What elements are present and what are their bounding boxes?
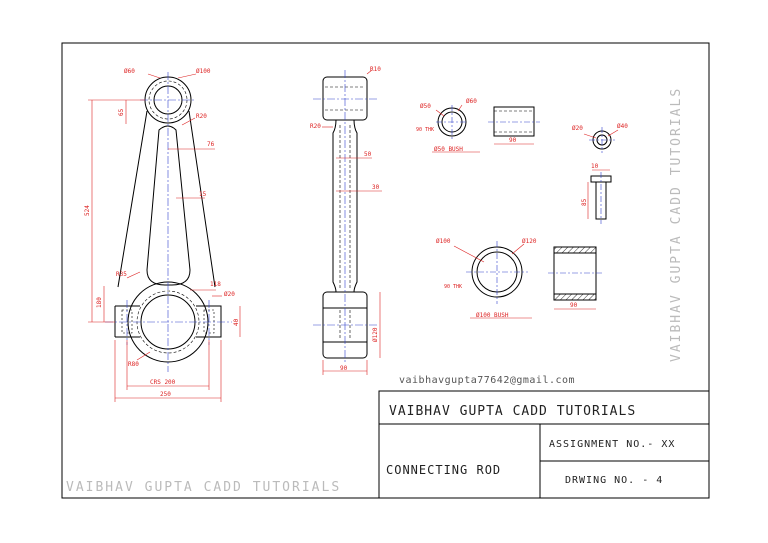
dim-neck-radius: R20 [196, 113, 207, 120]
dim-d20: Ø20 [224, 291, 235, 298]
dim-side-30: 30 [372, 184, 380, 191]
dim-small-outer: Ø100 [196, 68, 211, 75]
watermark-bottom: VAIBHAV GUPTA CADD TUTORIALS [66, 480, 341, 495]
dim-250: 250 [160, 391, 171, 398]
dim-r35: R35 [116, 271, 127, 278]
dim-15: 15 [199, 191, 207, 198]
big-bush-label: Ø100 BUSH [476, 312, 509, 319]
dim-small-eye: Ø60 [124, 68, 135, 75]
title-block [378, 390, 710, 499]
front-dimension-lines [88, 73, 241, 402]
small-bush-len: 90 [509, 137, 517, 144]
title-assignment: ASSIGNMENT NO.- XX [549, 439, 675, 450]
big-end-bar [115, 305, 222, 338]
pin-len: 85 [581, 198, 588, 206]
dim-side-r10: R10 [370, 66, 381, 73]
dim-180: 180 [96, 297, 103, 308]
front-centerlines [105, 72, 232, 372]
small-bush-thk: 90 THK [416, 127, 434, 133]
big-bush-d-outer: Ø120 [522, 238, 537, 245]
dim-side-90: 90 [340, 365, 348, 372]
big-bush [471, 246, 597, 301]
dim-crs: CRS 200 [150, 379, 176, 386]
dim-40: 40 [233, 318, 240, 326]
small-bush-side [493, 106, 535, 137]
watermark-side: VAIBHAV GUPTA CADD TUTORIALS [669, 87, 684, 362]
small-bush-d-inner: Ø50 [420, 103, 431, 110]
dim-side-d120: Ø120 [372, 327, 379, 342]
pin-head-dim: 10 [591, 163, 599, 170]
dim-118: 118 [210, 281, 221, 288]
big-bush-d-inner: Ø100 [436, 238, 451, 245]
side-dimension-text: R10 R20 50 30 Ø120 90 [310, 66, 381, 372]
front-dimension-text: Ø60 Ø100 R20 65 76 15 524 R35 118 Ø20 18… [84, 68, 240, 398]
title-company: VAIBHAV GUPTA CADD TUTORIALS [389, 404, 636, 419]
dim-total-height: 524 [84, 205, 91, 216]
rod-outline [117, 110, 216, 288]
title-drawing-name: CONNECTING ROD [386, 463, 501, 477]
big-bush-side [553, 246, 597, 301]
dim-r80: R80 [128, 361, 139, 368]
small-bush [437, 106, 535, 137]
small-bush-label: Ø50 BUSH [434, 146, 463, 153]
side-centerlines [313, 70, 377, 362]
pin-d-outer: Ø40 [617, 123, 628, 130]
dim-76: 76 [207, 141, 215, 148]
small-bush-d-outer: Ø60 [466, 98, 477, 105]
title-drawing-no: DRWING NO. - 4 [565, 475, 663, 486]
big-bush-len: 90 [570, 302, 578, 309]
big-bush-thk: 90 THK [444, 284, 462, 290]
email-text: vaibhavgupta77642@gmail.com [399, 375, 575, 386]
dim-side-r20: R20 [310, 123, 321, 130]
side-shank [332, 119, 358, 293]
dim-side-50: 50 [364, 151, 372, 158]
rod-slot [146, 125, 191, 286]
pin-d-inner: Ø20 [572, 125, 583, 132]
dim-65: 65 [118, 108, 125, 116]
